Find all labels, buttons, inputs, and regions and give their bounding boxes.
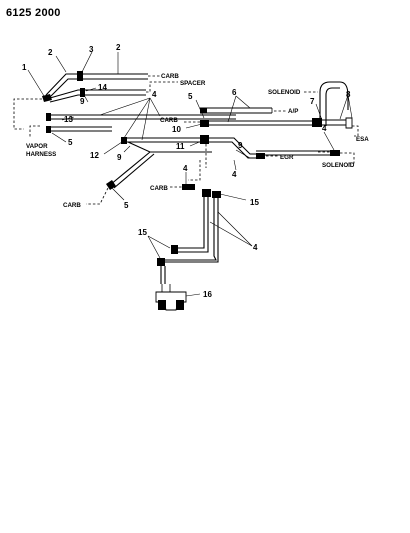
label-carb-mid: CARB: [160, 117, 178, 124]
callout-4b: 4: [232, 170, 237, 179]
callout-4e: 4: [253, 243, 258, 252]
callout-4a: 4: [152, 90, 157, 99]
connector-3: [77, 71, 83, 81]
callout-7: 7: [310, 97, 315, 106]
callout-15b: 15: [138, 228, 147, 237]
hose-through-10: [184, 120, 312, 127]
label-esa: ESA: [356, 136, 369, 143]
callout-5c: 5: [124, 201, 129, 210]
leader-lines: [27, 51, 353, 297]
hose-6: [200, 107, 286, 114]
callout-13: 13: [64, 115, 73, 124]
label-spacer: SPACER: [180, 80, 206, 87]
callout-4c: 4: [322, 124, 327, 133]
callout-1: 1: [22, 63, 27, 72]
callout-2a: 2: [48, 48, 53, 57]
callout-2b: 2: [116, 43, 121, 52]
callout-16: 16: [203, 290, 212, 299]
callout-15a: 15: [250, 198, 259, 207]
label-carb-center: CARB: [150, 185, 168, 192]
tee-11: [200, 135, 209, 144]
callout-11: 11: [176, 142, 185, 151]
mount-16: [155, 284, 187, 311]
label-solenoid-top: SOLENOID: [268, 89, 301, 96]
callout-14: 14: [98, 83, 107, 92]
label-carb-top: CARB: [161, 73, 179, 80]
callout-4d: 4: [183, 164, 188, 173]
callout-5a: 5: [188, 92, 193, 101]
callout-8: 8: [346, 90, 351, 99]
callout-3: 3: [89, 45, 94, 54]
label-egr: EGR: [280, 154, 294, 161]
lower-vertical-tubes: [157, 144, 221, 284]
fitting-1: [42, 94, 52, 102]
callout-10: 10: [172, 125, 181, 134]
callout-9c: 9: [238, 141, 243, 150]
left-hoses: [46, 113, 236, 133]
upper-hose-assembly: [42, 71, 178, 103]
callout-9a: 9: [80, 97, 85, 106]
center-connector-4: [170, 184, 195, 190]
label-harness: HARNESS: [26, 151, 56, 158]
callout-12: 12: [90, 151, 99, 160]
connector-14: [80, 88, 85, 97]
callout-5b: 5: [68, 138, 73, 147]
diagonal-hose-9: [86, 151, 155, 205]
callout-6: 6: [232, 88, 237, 97]
callout-9b: 9: [117, 153, 122, 162]
label-solenoid-mid: SOLENOID: [322, 162, 355, 169]
diagram-title: 6125 2000: [6, 7, 61, 19]
label-vapor: VAPOR: [26, 143, 48, 150]
middle-tubes: [121, 135, 355, 164]
vapor-harness-bracket: [13, 98, 42, 137]
label-carb-left: CARB: [63, 202, 81, 209]
label-ap: A/P: [288, 108, 298, 115]
